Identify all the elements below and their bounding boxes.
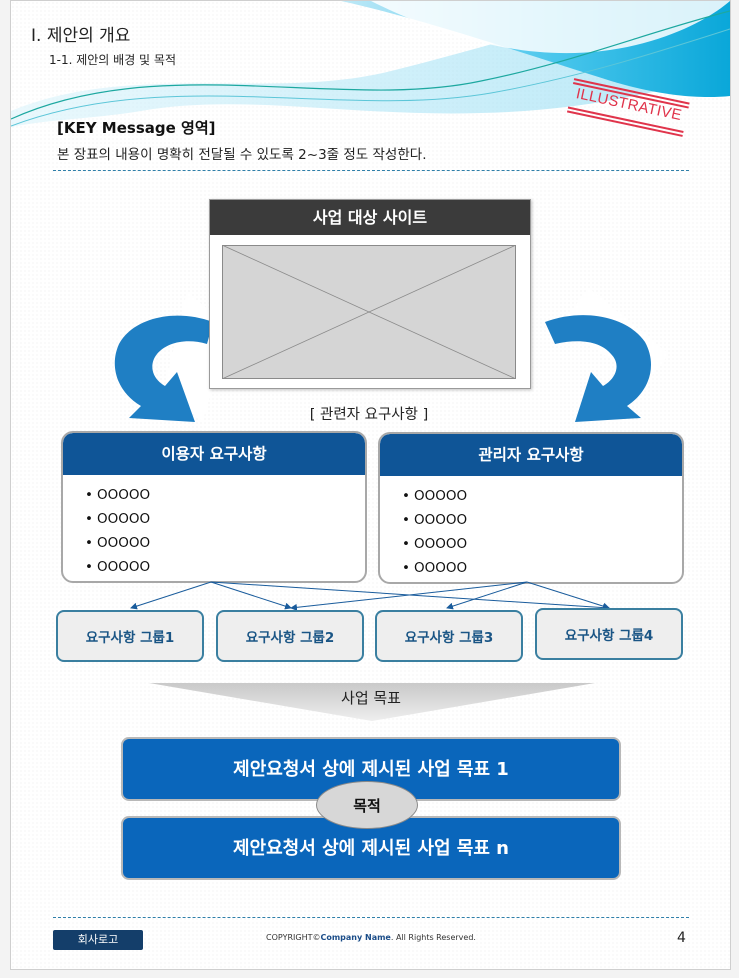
divider xyxy=(53,170,689,171)
key-message-title: [KEY Message 영역] xyxy=(57,117,215,138)
user-requirements-title: 이용자 요구사항 xyxy=(63,433,365,475)
list-item: •OOOOO xyxy=(85,483,150,507)
company-logo: 회사로고 xyxy=(53,930,143,950)
image-placeholder-icon xyxy=(222,245,516,379)
user-requirements-list: •OOOOO •OOOOO •OOOOO •OOOOO xyxy=(85,483,150,579)
section-subtitle: 1-1. 제안의 배경 및 목적 xyxy=(49,51,176,68)
admin-requirements-panel: 관리자 요구사항 •OOOOO •OOOOO •OOOOO •OOOOO xyxy=(378,432,684,584)
requirement-group-1: 요구사항 그룹1 xyxy=(56,610,204,662)
footer-divider xyxy=(53,917,689,918)
user-requirements-panel: 이용자 요구사항 •OOOOO •OOOOO •OOOOO •OOOOO xyxy=(61,431,367,583)
curved-arrow-right-icon xyxy=(529,286,679,436)
list-item: •OOOOO xyxy=(85,531,150,555)
section-title: I. 제안의 개요 xyxy=(31,21,130,46)
requirement-group-4: 요구사항 그룹4 xyxy=(535,608,683,660)
requirement-group-3: 요구사항 그룹3 xyxy=(375,610,523,662)
key-message-description: 본 장표의 내용이 명확히 전달될 수 있도록 2~3줄 정도 작성한다. xyxy=(57,143,426,163)
list-item: •OOOOO xyxy=(85,507,150,531)
stakeholder-requirements-label: [ 관련자 요구사항 ] xyxy=(209,403,529,424)
list-item: •OOOOO xyxy=(85,555,150,579)
admin-requirements-title: 관리자 요구사항 xyxy=(380,434,682,476)
target-site-title: 사업 대상 사이트 xyxy=(210,200,530,235)
list-item: •OOOOO xyxy=(402,508,467,532)
admin-requirements-list: •OOOOO •OOOOO •OOOOO •OOOOO xyxy=(402,484,467,580)
copyright-text: COPYRIGHT©Company Name. All Rights Reser… xyxy=(161,933,581,942)
list-item: •OOOOO xyxy=(402,532,467,556)
document-page: I. 제안의 개요 1-1. 제안의 배경 및 목적 ILLUSTRATIVE … xyxy=(10,0,731,970)
business-goal-label: 사업 목표 xyxy=(301,687,441,708)
purpose-ellipse: 목적 xyxy=(316,781,418,829)
list-item: •OOOOO xyxy=(402,556,467,580)
list-item: •OOOOO xyxy=(402,484,467,508)
requirement-group-2: 요구사항 그룹2 xyxy=(216,610,364,662)
target-site-box: 사업 대상 사이트 xyxy=(209,199,531,389)
page-number: 4 xyxy=(677,930,686,946)
